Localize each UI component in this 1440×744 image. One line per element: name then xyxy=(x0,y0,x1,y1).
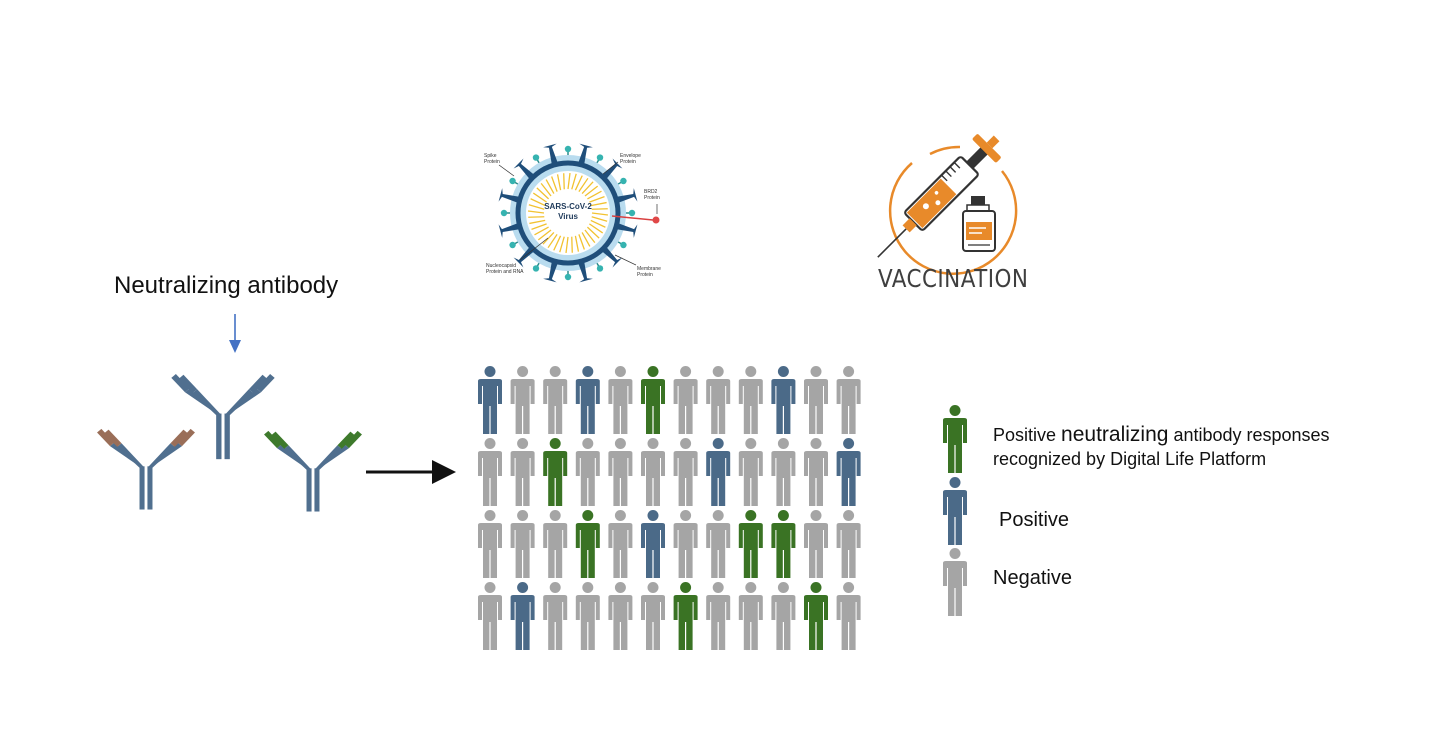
legend-figure-blue xyxy=(943,477,967,545)
label-nucleocapsid-2: Protein and RNA xyxy=(486,269,524,275)
person-gray-r2-c10 xyxy=(771,438,796,506)
virus-name-2: Virus xyxy=(558,212,578,221)
person-gray-r2-c9 xyxy=(738,438,763,506)
person-gray-r1-c7 xyxy=(673,366,698,434)
person-gray-r4-c9 xyxy=(738,582,763,650)
person-gray-r1-c9 xyxy=(738,366,763,434)
person-gray-r4-c12 xyxy=(836,582,861,650)
person-gray-r1-c5 xyxy=(608,366,633,434)
person-gray-r3-c12 xyxy=(836,510,861,578)
person-blue-r4-c2 xyxy=(510,582,535,650)
virus-name: SARS-CoV-2 xyxy=(544,202,592,211)
label-envelope-2: Protein xyxy=(620,159,636,165)
person-gray-r3-c8 xyxy=(706,510,731,578)
person-gray-r1-c3 xyxy=(543,366,568,434)
person-blue-r2-c8 xyxy=(706,438,731,506)
label-spike-1: Spike xyxy=(484,153,497,159)
label-brd2-2: Protein xyxy=(644,195,660,201)
legend-figure-gray xyxy=(943,548,967,616)
antibody-green-tips xyxy=(264,430,362,512)
person-green-r3-c9 xyxy=(738,510,763,578)
person-blue-r1-c10 xyxy=(771,366,796,434)
person-gray-r4-c3 xyxy=(543,582,568,650)
antibody-brown-tips xyxy=(97,428,195,510)
person-green-r3-c4 xyxy=(575,510,600,578)
person-gray-r4-c5 xyxy=(608,582,633,650)
person-blue-r2-c12 xyxy=(836,438,861,506)
legend-blue-text: Positive xyxy=(999,509,1070,531)
person-green-r4-c7 xyxy=(673,582,698,650)
person-blue-r3-c6 xyxy=(641,510,665,578)
label-membrane-2: Protein xyxy=(637,272,653,278)
legend-green-pre: Positive xyxy=(993,425,1062,445)
label-membrane-1: Membrane xyxy=(637,266,661,272)
person-green-r2-c3 xyxy=(543,438,568,506)
antibody-label: Neutralizing antibody xyxy=(114,272,339,299)
person-green-r4-c11 xyxy=(804,582,828,650)
person-gray-r3-c5 xyxy=(608,510,633,578)
person-gray-r3-c11 xyxy=(804,510,828,578)
person-gray-r1-c2 xyxy=(510,366,535,434)
antibody-blue-tips xyxy=(171,374,275,460)
person-gray-r4-c8 xyxy=(706,582,731,650)
person-gray-r2-c7 xyxy=(673,438,698,506)
legend-figure-green xyxy=(943,405,967,473)
label-envelope-1: Envelope xyxy=(620,153,641,159)
legend-green-text: Positive neutralizing antibody responses… xyxy=(993,423,1330,471)
person-green-r1-c6 xyxy=(641,366,665,434)
person-gray-r2-c6 xyxy=(641,438,665,506)
person-blue-r1-c1 xyxy=(478,366,502,434)
person-gray-r2-c4 xyxy=(575,438,600,506)
label-brd2-1: BRD2 xyxy=(644,189,658,195)
person-gray-r3-c7 xyxy=(673,510,698,578)
right-arrow xyxy=(366,460,456,484)
person-gray-r4-c4 xyxy=(575,582,600,650)
vaccination-icon xyxy=(877,134,1018,275)
legend-figures xyxy=(943,405,967,616)
person-gray-r1-c11 xyxy=(804,366,828,434)
person-gray-r4-c10 xyxy=(771,582,796,650)
person-gray-r2-c2 xyxy=(510,438,535,506)
person-blue-r1-c4 xyxy=(575,366,600,434)
person-gray-r2-c5 xyxy=(608,438,633,506)
person-green-r3-c10 xyxy=(771,510,796,578)
person-gray-r4-c6 xyxy=(641,582,665,650)
person-gray-r1-c12 xyxy=(836,366,861,434)
label-spike-2: Protein xyxy=(484,159,500,165)
virus-illustration: SARS-CoV-2VirusSpikeProteinEnvelopeProte… xyxy=(484,143,661,283)
person-gray-r2-c11 xyxy=(804,438,828,506)
person-gray-r3-c1 xyxy=(478,510,502,578)
legend-green-line2: recognized by Digital Life Platform xyxy=(993,449,1267,469)
person-gray-r4-c1 xyxy=(478,582,502,650)
person-gray-r2-c1 xyxy=(478,438,502,506)
vaccination-label: VACCINATION xyxy=(878,264,1029,293)
label-nucleocapsid-1: Nucleocapsid xyxy=(486,263,516,269)
blue-down-arrow xyxy=(229,314,241,353)
legend-gray-text: Negative xyxy=(993,567,1072,589)
person-gray-r3-c3 xyxy=(543,510,568,578)
people-grid xyxy=(478,366,861,650)
person-gray-r3-c2 xyxy=(510,510,535,578)
person-gray-r1-c8 xyxy=(706,366,731,434)
legend-green-emph: neutralizing xyxy=(1061,423,1169,446)
legend-green-post: antibody responses xyxy=(1168,425,1330,445)
